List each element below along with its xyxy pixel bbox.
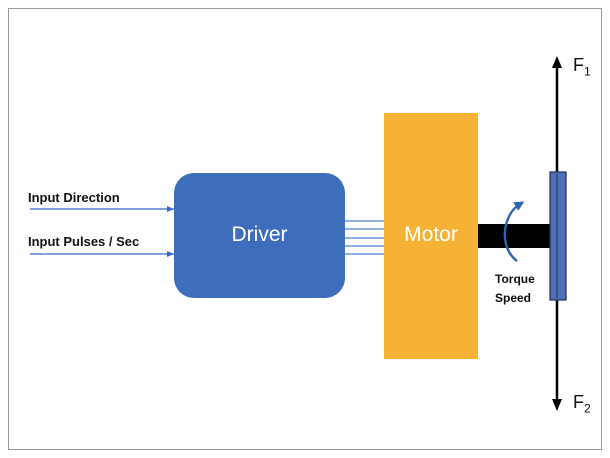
driver-label: Driver <box>231 223 288 246</box>
driver-block <box>174 173 345 298</box>
speed-label: Speed <box>495 291 532 305</box>
motor-shaft <box>478 224 550 248</box>
diagram-frame <box>8 8 602 450</box>
torque-label: Torque <box>495 272 535 286</box>
load-disc <box>549 171 567 301</box>
torque-curved-arrow <box>503 201 525 262</box>
input-direction-label: Input Direction <box>28 190 120 205</box>
motor-block <box>384 113 478 359</box>
driver-motor-wires <box>345 220 384 255</box>
force-f2-label: F2 <box>573 392 591 416</box>
torque-labels: Torque Speed <box>495 270 535 308</box>
motor-label: Motor <box>404 223 458 246</box>
input-pulses-label: Input Pulses / Sec <box>28 234 140 249</box>
force-f1-label: F1 <box>573 55 591 79</box>
